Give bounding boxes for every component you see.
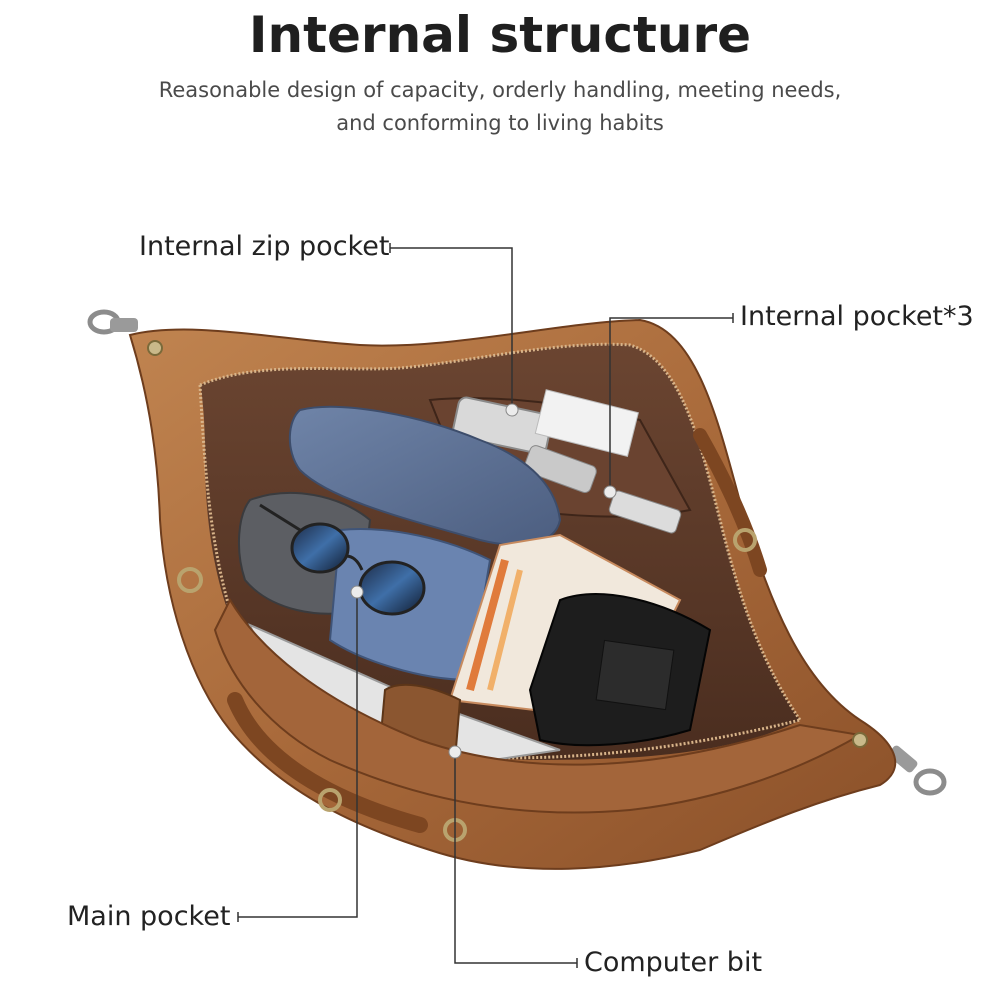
left-clip-hardware [87, 309, 138, 335]
page-subtitle: Reasonable design of capacity, orderly h… [0, 74, 1000, 140]
zipper-edge [199, 342, 802, 721]
left-handle [227, 692, 428, 833]
right-clip-hardware [888, 745, 947, 796]
label-computer-bit: Computer bit [584, 947, 763, 978]
callout-line-computer-bit [454, 752, 578, 968]
callout-line-internal-zip-pocket [389, 243, 513, 410]
callout-line-internal-pocket-3 [609, 313, 734, 492]
subtitle-line-2: and conforming to living habits [336, 111, 664, 135]
callout-dot-internal-zip-pocket [505, 403, 519, 417]
sunglasses [259, 503, 426, 616]
right-handle [693, 428, 767, 577]
label-internal-pocket-3: Internal pocket*3 [740, 301, 974, 332]
label-main-pocket: Main pocket [67, 901, 231, 932]
front-leather-lip [213, 597, 863, 814]
callout-dot-main-pocket [350, 585, 364, 599]
subtitle-line-1: Reasonable design of capacity, orderly h… [158, 78, 842, 102]
callout-dot-internal-pocket-3 [603, 485, 617, 499]
callout-dot-computer-bit [448, 745, 462, 759]
callout-line-main-pocket [237, 592, 358, 922]
page-title: Internal structure [248, 6, 752, 64]
label-internal-zip-pocket: Internal zip pocket [139, 231, 390, 262]
